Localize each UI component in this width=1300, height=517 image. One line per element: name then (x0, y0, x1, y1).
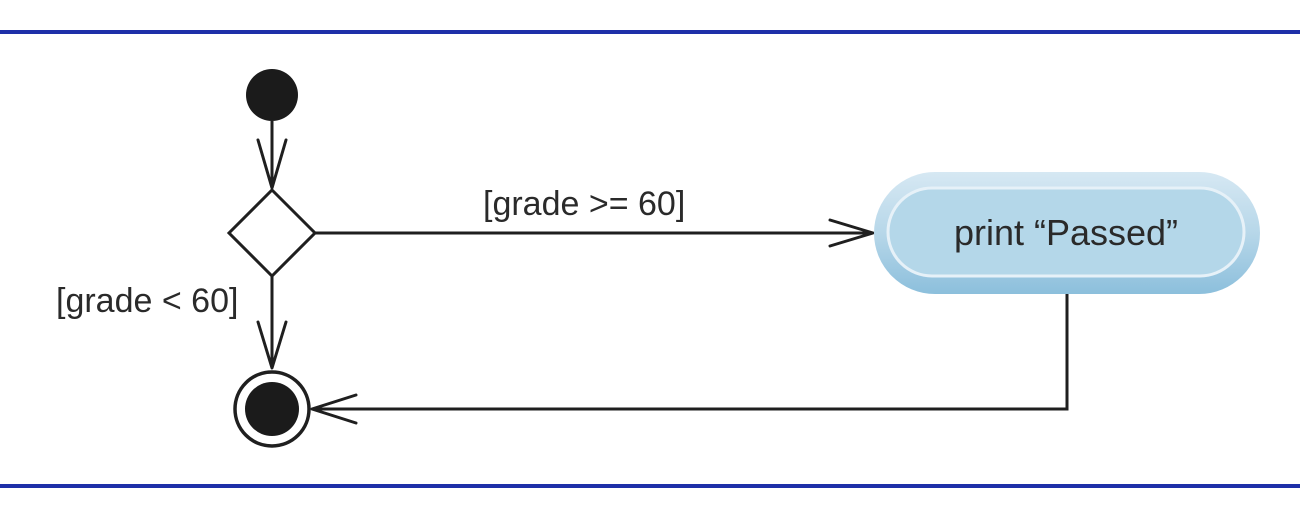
transition-decision-to-final (256, 276, 288, 370)
action-state: print “Passed” (874, 172, 1260, 294)
top-rule (0, 30, 1300, 34)
decision-node (226, 187, 318, 279)
action-state-label: print “Passed” (954, 212, 1178, 253)
guard-label-fail: [grade < 60] (56, 282, 238, 320)
initial-node (246, 69, 298, 121)
final-node (233, 370, 311, 448)
guard-label-pass: [grade >= 60] (483, 185, 685, 223)
transition-decision-to-action (315, 218, 875, 248)
bottom-rule (0, 484, 1300, 488)
transition-initial-to-decision (256, 121, 288, 190)
transition-action-to-final (310, 294, 1069, 425)
